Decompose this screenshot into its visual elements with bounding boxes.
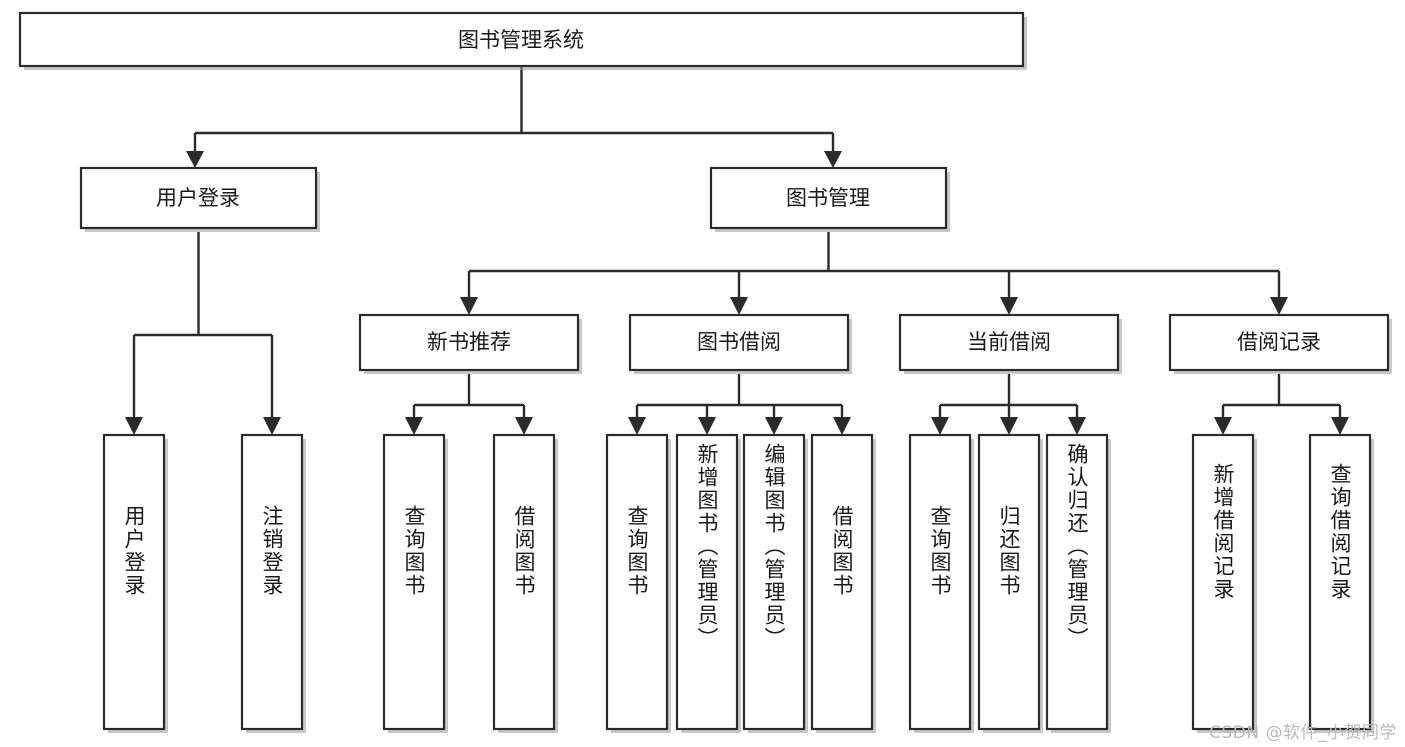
node-current-borrow-label: 当前借阅: [967, 330, 1051, 354]
node-leaf-query-book-recommend[interactable]: [382, 433, 448, 733]
node-leaf-borrow-book-recommend[interactable]: [492, 433, 558, 733]
node-current-borrow[interactable]: 当前借阅: [898, 313, 1122, 374]
node-new-book-recommend[interactable]: 新书推荐: [358, 313, 582, 374]
node-leaf-borrow-book[interactable]: [810, 433, 876, 733]
connector-root-to-level1: [186, 66, 842, 168]
node-borrow-record[interactable]: 借阅记录: [1168, 313, 1392, 374]
node-root-label: 图书管理系统: [458, 28, 584, 52]
connector-new-book-to-leaves: [405, 374, 533, 435]
node-book-manage-label: 图书管理: [786, 186, 870, 210]
watermark-text: CSDN @软件_小贺同学: [1209, 723, 1397, 743]
node-leaf-edit-book-admin[interactable]: [742, 433, 808, 733]
node-leaf-add-book-admin[interactable]: [675, 433, 741, 733]
connector-user-login-to-leaves: [125, 232, 281, 435]
node-leaf-user-login[interactable]: [102, 433, 168, 733]
node-book-borrow-label: 图书借阅: [697, 330, 781, 354]
node-book-borrow[interactable]: 图书借阅: [628, 313, 852, 374]
node-leaf-confirm-return-admin[interactable]: [1045, 433, 1111, 733]
connector-borrow-record-to-leaves: [1214, 374, 1349, 435]
connector-book-borrow-to-leaves: [628, 374, 851, 435]
node-leaf-add-borrow-record[interactable]: [1191, 433, 1257, 733]
node-root[interactable]: 图书管理系统: [18, 11, 1027, 70]
node-new-book-recommend-label: 新书推荐: [427, 330, 511, 354]
connector-current-borrow-to-leaves: [931, 374, 1086, 435]
node-borrow-record-label: 借阅记录: [1237, 330, 1321, 354]
node-user-login-label: 用户登录: [156, 186, 240, 210]
connector-book-manage-to-level2: [460, 232, 1288, 315]
node-leaf-return-book[interactable]: [977, 433, 1043, 733]
node-leaf-query-borrow-record[interactable]: [1308, 433, 1374, 733]
node-leaf-query-book-current[interactable]: [908, 433, 974, 733]
node-user-login[interactable]: 用户登录: [79, 166, 320, 232]
node-leaf-logout[interactable]: [240, 433, 306, 733]
node-leaf-query-book-borrow[interactable]: [605, 433, 671, 733]
node-book-manage[interactable]: 图书管理: [709, 166, 950, 232]
